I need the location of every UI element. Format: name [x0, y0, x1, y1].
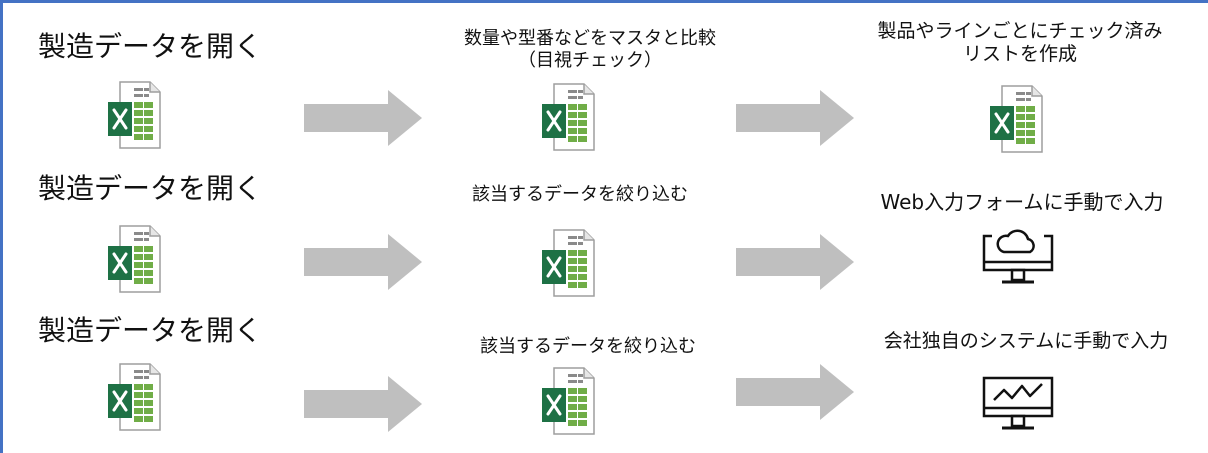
row1-step3-excel-icon [988, 84, 1044, 154]
row1-step3-label: 製品やラインごとにチェック済み リストを作成 [877, 20, 1162, 66]
row2-step2-excel-icon [540, 228, 596, 298]
row1-step1-label: 製造データを開く [38, 30, 263, 63]
row3-step3-label: 会社独自のシステムに手動で入力 [883, 330, 1169, 352]
row1-step2-line2: （目視チェック） [518, 49, 662, 71]
row3-step1-label: 製造データを開く [38, 314, 263, 347]
row1-step2-excel-icon [540, 82, 596, 152]
row1-arrow-2 [736, 90, 854, 146]
cloud-monitor-icon [982, 229, 1054, 284]
row1-step3-line1: 製品やラインごとにチェック済み [877, 20, 1163, 42]
row2-step3-label: Web入力フォームに手動で入力 [880, 190, 1164, 214]
row3-arrow-1 [304, 376, 422, 432]
row1-step2-label: 数量や型番などをマスタと比較 （目視チェック） [464, 28, 716, 71]
row2-step1-label: 製造データを開く [38, 172, 263, 205]
row1-step3-line2: リストを作成 [962, 42, 1078, 65]
row2-step1-excel-icon [106, 224, 162, 294]
row3-step1-excel-icon [106, 362, 162, 432]
row3-arrow-2 [736, 364, 854, 420]
row3-step2-excel-icon [540, 366, 596, 436]
row1-step1-excel-icon [106, 80, 162, 150]
row3-step2-label: 該当するデータを絞り込む [480, 336, 696, 357]
row1-step2-line1: 数量や型番などをマスタと比較 [464, 28, 716, 49]
row2-arrow-1 [304, 234, 422, 290]
row2-arrow-2 [736, 234, 854, 290]
row1-arrow-1 [304, 90, 422, 146]
row2-step2-label: 該当するデータを絞り込む [472, 184, 688, 205]
chart-monitor-icon [982, 376, 1054, 430]
